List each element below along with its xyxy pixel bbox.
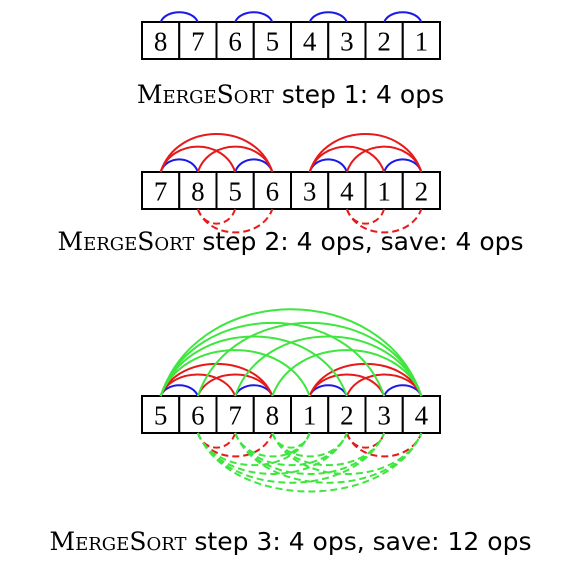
cell-value: 7 <box>154 177 168 207</box>
cell-value: 4 <box>303 27 317 57</box>
top-blue-arc <box>159 11 199 23</box>
bottom-green-dash-arc <box>196 432 311 467</box>
bottom-green-dash-arc <box>234 432 348 467</box>
bottom-red-dash-arc <box>345 208 386 225</box>
step-3-algorithm-name: MergeSort <box>49 527 187 556</box>
bottom-green-dash-arc <box>196 432 348 475</box>
top-green-arc <box>271 349 423 397</box>
array-cell <box>290 171 330 210</box>
cell-value: 1 <box>415 27 429 57</box>
step-2-algorithm-name: MergeSort <box>57 227 195 256</box>
bottom-green-dash-arc <box>234 432 423 484</box>
top-green-arc <box>196 321 423 397</box>
step-3-caption-text: step 3: 4 ops, save: 12 ops <box>186 527 532 556</box>
top-red-arc <box>159 145 237 173</box>
step-1-arcs <box>159 11 423 23</box>
bottom-green-dash-arc <box>234 432 311 458</box>
array-cell <box>252 171 292 210</box>
top-green-arc <box>159 349 311 397</box>
cell-value: 7 <box>191 27 205 57</box>
cell-value: 1 <box>377 177 391 207</box>
step-1-algorithm-name: MergeSort <box>136 80 274 109</box>
bottom-green-dash-arc <box>196 432 386 484</box>
bottom-red-dash-arc <box>196 432 274 458</box>
step-2-caption: MergeSort step 2: 4 ops, save: 4 ops <box>0 227 581 257</box>
cell-value: 2 <box>340 401 354 431</box>
array-cell <box>215 21 255 60</box>
cell-value: 3 <box>377 401 391 431</box>
top-blue-arc <box>234 11 274 23</box>
top-red-arc <box>159 132 274 173</box>
top-green-arc <box>159 308 423 397</box>
top-red-arc <box>196 373 274 397</box>
step-3-arcs <box>159 308 423 493</box>
top-green-arc <box>159 321 386 397</box>
bottom-red-dash-arc <box>196 208 237 225</box>
bottom-green-dash-arc <box>271 432 348 458</box>
step-2-caption-text: step 2: 4 ops, save: 4 ops <box>194 227 524 256</box>
top-blue-arc <box>308 11 348 23</box>
top-green-arc <box>234 335 423 397</box>
bottom-green-dash-arc <box>271 432 311 449</box>
cell-value: 4 <box>415 401 429 431</box>
array-cell <box>327 171 367 210</box>
cell-value: 5 <box>154 401 168 431</box>
top-blue-arc <box>383 11 423 23</box>
cell-value: 7 <box>228 401 242 431</box>
bottom-red-dash-arc <box>196 208 274 234</box>
step-2-arcs <box>159 132 423 234</box>
cell-value: 4 <box>340 177 354 207</box>
cell-value: 8 <box>266 401 280 431</box>
cell-value: 8 <box>191 177 205 207</box>
cell-value: 6 <box>266 177 280 207</box>
cell-value: 2 <box>377 27 391 57</box>
bottom-green-dash-arc <box>271 432 386 467</box>
array-cell <box>178 171 218 210</box>
step-3-caption: MergeSort step 3: 4 ops, save: 12 ops <box>0 527 581 557</box>
cell-value: 5 <box>228 177 242 207</box>
step-1-caption-text: step 1: 4 ops <box>273 80 445 109</box>
array-cell <box>141 21 181 60</box>
top-red-arc <box>345 145 423 173</box>
top-red-arc <box>308 132 423 173</box>
top-red-arc <box>196 145 274 173</box>
cell-value: 8 <box>154 27 168 57</box>
cell-value: 2 <box>415 177 429 207</box>
bottom-green-dash-arc <box>196 432 423 493</box>
cell-value: 6 <box>228 27 242 57</box>
cell-value: 5 <box>266 27 280 57</box>
bottom-red-dash-arc <box>345 432 386 449</box>
array-cell <box>290 21 330 60</box>
top-red-arc <box>308 373 386 397</box>
cell-value: 3 <box>303 177 317 207</box>
array-cell <box>364 21 404 60</box>
cell-value: 1 <box>303 401 317 431</box>
step-1-caption: MergeSort step 1: 4 ops <box>0 80 581 110</box>
cell-value: 6 <box>191 401 205 431</box>
top-red-arc <box>345 373 423 397</box>
array-cell <box>401 395 441 434</box>
cell-value: 3 <box>340 27 354 57</box>
bottom-red-dash-arc <box>345 208 423 234</box>
top-red-arc <box>308 145 386 173</box>
top-green-arc <box>159 335 348 397</box>
